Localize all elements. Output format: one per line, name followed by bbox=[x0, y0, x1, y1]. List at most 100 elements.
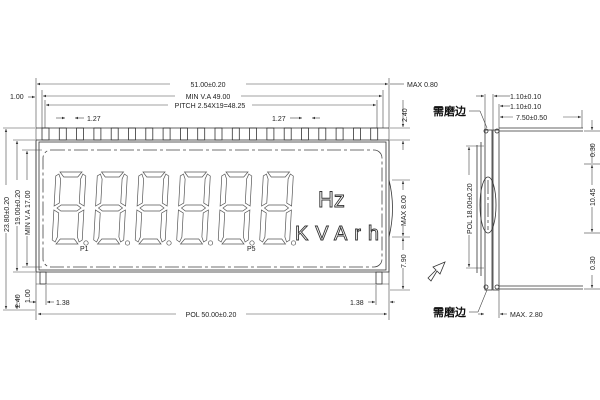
segment bbox=[221, 238, 245, 245]
pin-length-dim: 7.50±0.50 bbox=[516, 115, 547, 122]
pin bbox=[93, 127, 102, 141]
segment bbox=[201, 209, 209, 243]
glass-height-dim: 19.00±0.20 bbox=[15, 190, 22, 225]
pin bbox=[266, 127, 275, 141]
unit-kvarh: KVArh bbox=[295, 223, 379, 245]
pad-left-dim: 1.38 bbox=[56, 300, 70, 307]
segment bbox=[203, 173, 211, 207]
segment bbox=[261, 173, 269, 207]
pin bbox=[214, 127, 223, 141]
digit bbox=[176, 171, 214, 246]
front-view: 51.00±0.20 MIN V.A 49.00 PITCH 2.54X19=4… bbox=[2, 78, 438, 320]
lower-height-right-dim: 7.90 bbox=[401, 254, 408, 268]
pin-row bbox=[41, 127, 379, 141]
segment bbox=[139, 204, 165, 212]
segment bbox=[222, 204, 248, 212]
pin bbox=[179, 127, 188, 141]
dp-label-p5: P5 bbox=[247, 246, 256, 253]
pin bbox=[197, 127, 206, 141]
segment bbox=[176, 209, 184, 243]
segment bbox=[217, 209, 226, 243]
segment bbox=[160, 209, 168, 243]
bottom-pin-height-dim: 2.40 bbox=[15, 294, 22, 308]
segment bbox=[59, 171, 83, 178]
segment bbox=[178, 173, 186, 207]
pin-span-dim: 10.45 bbox=[590, 188, 597, 206]
pin bbox=[128, 127, 136, 141]
decimal-point bbox=[166, 240, 172, 246]
pin bbox=[301, 127, 309, 141]
digit bbox=[259, 171, 297, 246]
segment bbox=[136, 173, 144, 207]
overall-height-dim: 23.80±0.20 bbox=[4, 197, 11, 232]
segment bbox=[179, 238, 204, 245]
pin bbox=[283, 127, 292, 141]
segment bbox=[263, 204, 290, 212]
grind-edge-label-top: 需磨边 bbox=[433, 104, 467, 118]
segment bbox=[100, 171, 125, 178]
dp-label-p1: P1 bbox=[80, 246, 89, 253]
segment bbox=[183, 171, 208, 178]
segment bbox=[134, 209, 143, 243]
min-va-height-dim: MIN V.A 17.00 bbox=[25, 190, 32, 235]
view-direction-arrow-icon bbox=[427, 261, 446, 282]
segment bbox=[118, 209, 126, 243]
decimal-point bbox=[124, 240, 131, 246]
segment bbox=[180, 204, 207, 212]
segment bbox=[161, 173, 170, 207]
bottom-offset-dim: 0.30 bbox=[590, 256, 597, 270]
glass-thickness-1-dim: 1.10±0.10 bbox=[510, 94, 541, 101]
pin bbox=[110, 127, 119, 141]
digit bbox=[93, 171, 131, 246]
pol-width-dim: POL 50.00±0.20 bbox=[186, 312, 237, 319]
pol-height-dim: POL 18.00±0.20 bbox=[467, 183, 474, 234]
pin bbox=[162, 127, 171, 141]
segment bbox=[93, 209, 101, 243]
segment bbox=[51, 209, 60, 243]
digit bbox=[134, 171, 172, 246]
segment bbox=[120, 173, 128, 207]
pin bbox=[231, 127, 240, 141]
decimal-point bbox=[290, 240, 297, 246]
side-view: 需磨边 需磨边 1.10±0.10 1.10±0.10 7.50±0.50 bbox=[433, 94, 600, 319]
segment bbox=[259, 209, 267, 243]
decimal-point bbox=[83, 240, 89, 246]
overall-width-dim: 51.00±0.20 bbox=[191, 82, 226, 89]
max-thickness-top-dim: MAX 0.80 bbox=[407, 82, 438, 89]
segment bbox=[97, 204, 124, 212]
segment bbox=[56, 204, 82, 212]
seven-segment-digits bbox=[51, 171, 297, 246]
max-height-right-dim: MAX 8.00 bbox=[401, 195, 408, 226]
digit bbox=[217, 171, 255, 246]
grind-edge-label-bottom: 需磨边 bbox=[433, 305, 467, 319]
unit-hz: Hz bbox=[318, 187, 345, 212]
segment bbox=[53, 173, 61, 207]
segment bbox=[244, 173, 253, 207]
segment bbox=[219, 173, 227, 207]
segment bbox=[266, 171, 291, 178]
pin bbox=[76, 127, 84, 141]
pin bbox=[370, 127, 379, 141]
segment bbox=[77, 209, 85, 243]
pin bbox=[335, 127, 344, 141]
segment bbox=[286, 173, 294, 207]
segment bbox=[96, 238, 121, 245]
pin-offset-right-dim: 1.27 bbox=[272, 116, 286, 123]
segment bbox=[78, 173, 87, 207]
pin bbox=[58, 127, 67, 141]
pin-offset-left-dim: 1.27 bbox=[87, 116, 101, 123]
bottom-margin-dim: 1.00 bbox=[25, 289, 32, 303]
segment bbox=[243, 209, 251, 243]
segment bbox=[55, 238, 79, 245]
segment bbox=[262, 238, 287, 245]
glass-thickness-2-dim: 1.10±0.10 bbox=[510, 104, 541, 111]
pin bbox=[249, 127, 258, 141]
digit bbox=[51, 171, 89, 246]
segment bbox=[138, 238, 162, 245]
pin bbox=[41, 127, 50, 141]
segment bbox=[225, 171, 249, 178]
pin-height-dim: 2.40 bbox=[402, 108, 409, 122]
segment bbox=[142, 171, 166, 178]
left-margin-dim: 1.00 bbox=[10, 94, 24, 101]
min-va-width-dim: MIN V.A 49.00 bbox=[186, 94, 231, 101]
